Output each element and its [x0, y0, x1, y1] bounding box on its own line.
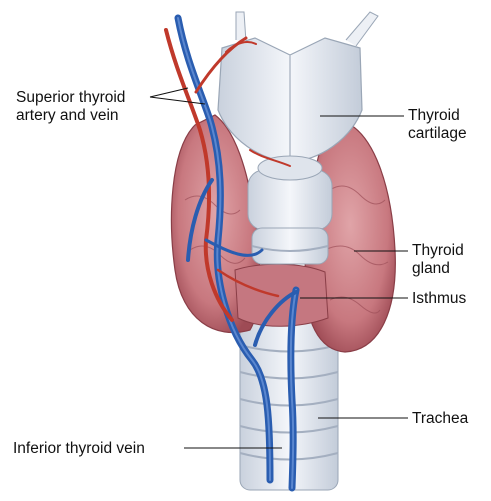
- leader-superior-2: [150, 88, 188, 97]
- label-isthmus: Isthmus: [412, 290, 466, 308]
- label-thyroid-cartilage: Thyroid cartilage: [408, 107, 467, 143]
- label-superior-thyroid-artery-vein: Superior thyroid artery and vein: [16, 89, 125, 125]
- label-thyroid-gland: Thyroid gland: [412, 242, 464, 278]
- label-inferior-thyroid-vein: Inferior thyroid vein: [13, 440, 145, 458]
- label-trachea: Trachea: [412, 410, 468, 428]
- leader-superior: [150, 97, 205, 104]
